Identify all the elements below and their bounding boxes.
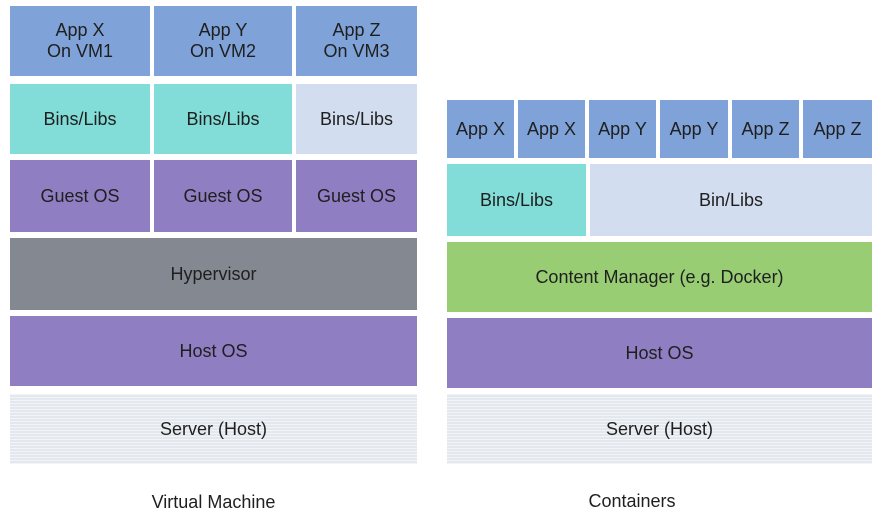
ct-app-y-label-2: App Y [669,118,719,139]
ct-server-label: Server (Host) [605,418,713,439]
vm-guest-os-label-2: Guest OS [183,185,263,206]
ct-app-z-block-2: App Z [803,100,872,158]
vm-host-os-label: Host OS [179,340,248,361]
ct-bin-libs-block: Bin/Libs [590,164,872,236]
vm-server-label: Server (Host) [159,418,267,439]
ct-bins-libs-block: Bins/Libs [447,164,586,236]
vm-app-z-block: App Z On VM3 [296,6,417,76]
vm-app-y-label: App Y On VM2 [189,20,257,61]
vm-app-x-block: App X On VM1 [10,6,150,76]
vm-bins-libs-label-2: Bins/Libs [186,108,260,129]
ct-host-os-block: Host OS [447,318,872,388]
ct-bins-libs-label: Bins/Libs [479,189,554,210]
ct-app-y-block-1: App Y [589,100,656,158]
vm-bins-libs-block-2: Bins/Libs [154,84,292,154]
ct-server-block: Server (Host) [447,394,872,464]
vm-server-block: Server (Host) [10,394,417,464]
ct-app-y-label-1: App Y [598,118,647,139]
ct-app-z-label-1: App Z [741,118,790,139]
ct-app-x-block-1: App X [447,100,514,158]
containers-caption: Containers [588,491,676,511]
ct-app-x-block-2: App X [518,100,585,158]
ct-app-x-label-2: App X [526,118,577,139]
vm-hypervisor-label: Hypervisor [170,263,257,284]
ct-content-manager-block: Content Manager (e.g. Docker) [447,242,872,312]
vm-guest-os-block-3: Guest OS [296,160,417,232]
vm-caption: Virtual Machine [151,492,276,512]
vm-guest-os-block-1: Guest OS [10,160,150,232]
vm-hypervisor-block: Hypervisor [10,238,417,310]
ct-app-z-label-2: App Z [813,118,862,139]
ct-host-os-label: Host OS [625,342,694,363]
vm-guest-os-label-3: Guest OS [316,185,397,206]
vm-guest-os-label-1: Guest OS [40,185,120,206]
ct-bin-libs-label: Bin/Libs [698,189,764,210]
vm-app-x-label: App X On VM1 [46,20,114,61]
ct-app-x-label-1: App X [455,118,506,139]
vm-bins-libs-label-3: Bins/Libs [319,108,394,129]
vm-host-os-block: Host OS [10,316,417,386]
ct-app-z-block-1: App Z [732,100,799,158]
ct-content-manager-label: Content Manager (e.g. Docker) [535,266,784,287]
vm-bins-libs-label-1: Bins/Libs [43,108,117,129]
vm-guest-os-block-2: Guest OS [154,160,292,232]
vm-bins-libs-block-3: Bins/Libs [296,84,417,154]
ct-app-y-block-2: App Y [660,100,728,158]
vm-app-z-label: App Z On VM3 [323,20,390,61]
vm-app-y-block: App Y On VM2 [154,6,292,76]
vm-bins-libs-block-1: Bins/Libs [10,84,150,154]
